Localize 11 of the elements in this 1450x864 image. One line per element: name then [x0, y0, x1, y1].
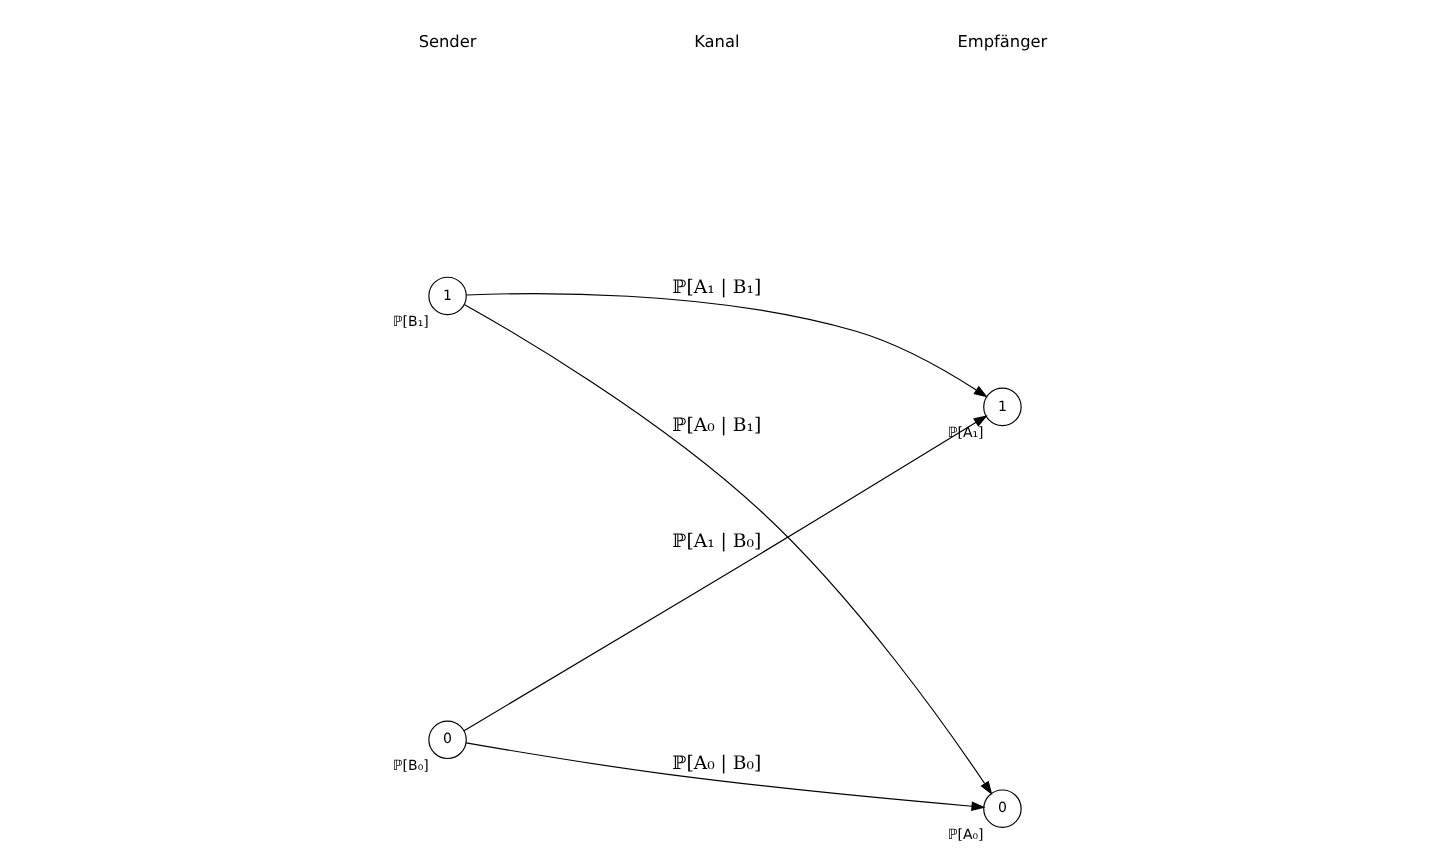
edge-label: ℙ[A₁ | B₁]	[672, 277, 762, 300]
label: Empfänger	[957, 30, 1048, 51]
edge-label: ℙ[A₀ | B₁]	[672, 415, 762, 438]
arrow	[463, 303, 993, 796]
arrow	[465, 742, 986, 812]
edge-label: ℙ[A₀ | B₀]	[672, 752, 762, 775]
label: Kanal	[694, 30, 740, 51]
edge-label: ℙ[A₁ | B₀]	[672, 530, 762, 553]
arrow	[466, 293, 988, 398]
label: Sender	[418, 30, 477, 51]
arrow	[463, 415, 988, 732]
